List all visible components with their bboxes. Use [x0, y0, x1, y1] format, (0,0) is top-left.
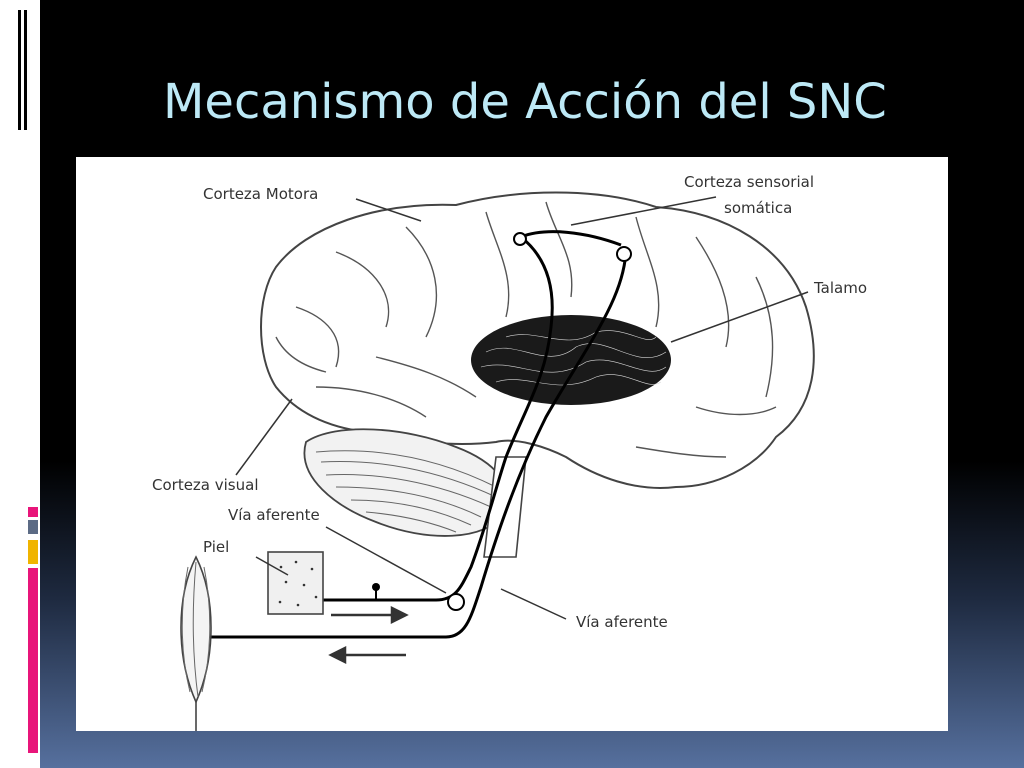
muscle-fibers	[181, 561, 211, 698]
label-visual-cortex: Corteza visual	[152, 476, 259, 494]
neuron-motor	[513, 232, 527, 246]
leader-lines	[235, 196, 809, 620]
label-motor-cortex: Corteza Motora	[203, 185, 318, 203]
brain-diagram: Corteza Motora Corteza sensorial somátic…	[152, 173, 867, 731]
leader-afferent-upper	[325, 526, 447, 594]
afferent-pathway	[321, 235, 554, 602]
cerebellum-folia	[315, 450, 497, 533]
deco-yellow-bar	[28, 540, 38, 564]
cortical-connection	[520, 230, 622, 247]
neuron-spinal	[447, 593, 465, 611]
thalamus-shape	[471, 315, 671, 405]
neural-pathways	[206, 230, 628, 639]
decorative-bars	[18, 10, 38, 753]
leader-motor	[355, 198, 422, 222]
deco-pink-square	[28, 507, 38, 517]
brain-gyri	[275, 201, 777, 458]
label-skin: Piel	[203, 538, 229, 556]
label-afferent-lower: Vía aferente	[576, 613, 668, 631]
neuron-cortex	[616, 246, 632, 262]
efferent-arrow	[328, 645, 406, 665]
deco-pink-bar	[28, 568, 38, 753]
cerebellum	[303, 428, 510, 537]
label-sensory-cortex-line1: Corteza sensorial	[684, 173, 814, 191]
cerebrum-outline	[260, 191, 815, 489]
leader-visual	[235, 398, 293, 476]
afferent-arrow	[331, 605, 409, 625]
brain-diagram-figure: Corteza Motora Corteza sensorial somátic…	[76, 157, 948, 731]
brainstem	[483, 456, 527, 558]
leader-sensory	[570, 196, 717, 226]
label-afferent-upper: Vía aferente	[228, 506, 320, 524]
leader-afferent-lower	[500, 588, 567, 620]
deco-dark-bar-2	[24, 10, 27, 130]
deco-gray-square	[28, 520, 38, 534]
skin-dots	[278, 560, 318, 607]
label-thalamus: Talamo	[813, 279, 867, 297]
leader-thalamus	[670, 291, 809, 343]
label-sensory-cortex-line2: somática	[724, 199, 792, 217]
leader-skin	[255, 556, 289, 576]
deco-dark-bar-1	[18, 10, 21, 130]
slide-title: Mecanismo de Acción del SNC	[163, 74, 887, 130]
efferent-pathway	[206, 246, 628, 639]
